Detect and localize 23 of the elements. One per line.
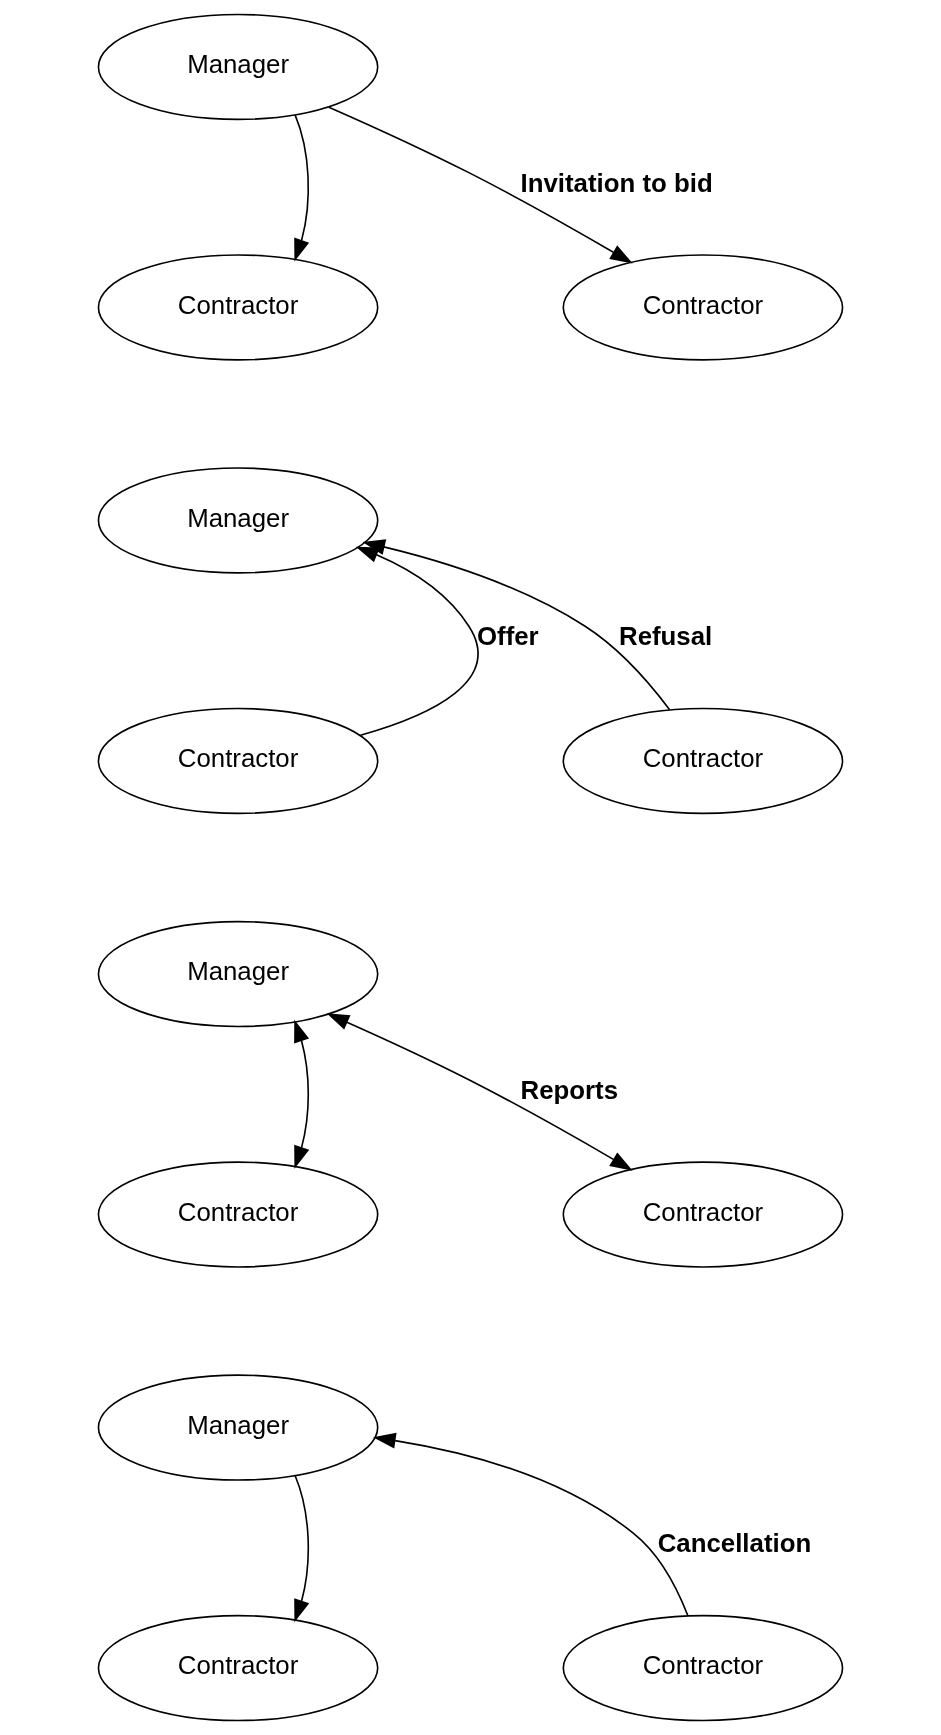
edge-label: Reports	[520, 1075, 619, 1104]
node-ellipse: Manager	[97, 13, 379, 121]
node-ellipse: Manager	[97, 1374, 379, 1481]
node-ellipse: Contractor	[562, 1614, 844, 1722]
arrow	[373, 1432, 689, 1617]
node-ellipse: Contractor	[97, 707, 379, 815]
edge-label: Refusal	[618, 622, 713, 651]
arrow	[294, 1474, 310, 1623]
node-ellipse: Contractor	[562, 707, 844, 815]
node-ellipse: Contractor	[562, 1161, 844, 1268]
node-ellipse: Contractor	[97, 1161, 379, 1268]
arrow	[355, 546, 479, 736]
arrow	[362, 539, 671, 711]
arrow	[326, 1013, 633, 1171]
arrow	[294, 114, 310, 262]
edge-label: Invitation to bid	[520, 168, 713, 197]
arrow	[328, 106, 633, 264]
node-ellipse: Contractor	[562, 254, 844, 361]
arrow	[294, 1019, 310, 1169]
edge-label: Offer	[476, 622, 539, 651]
node-ellipse: Contractor	[97, 254, 379, 361]
edge-label: Cancellation	[657, 1529, 812, 1558]
node-ellipse: Contractor	[97, 1614, 379, 1722]
